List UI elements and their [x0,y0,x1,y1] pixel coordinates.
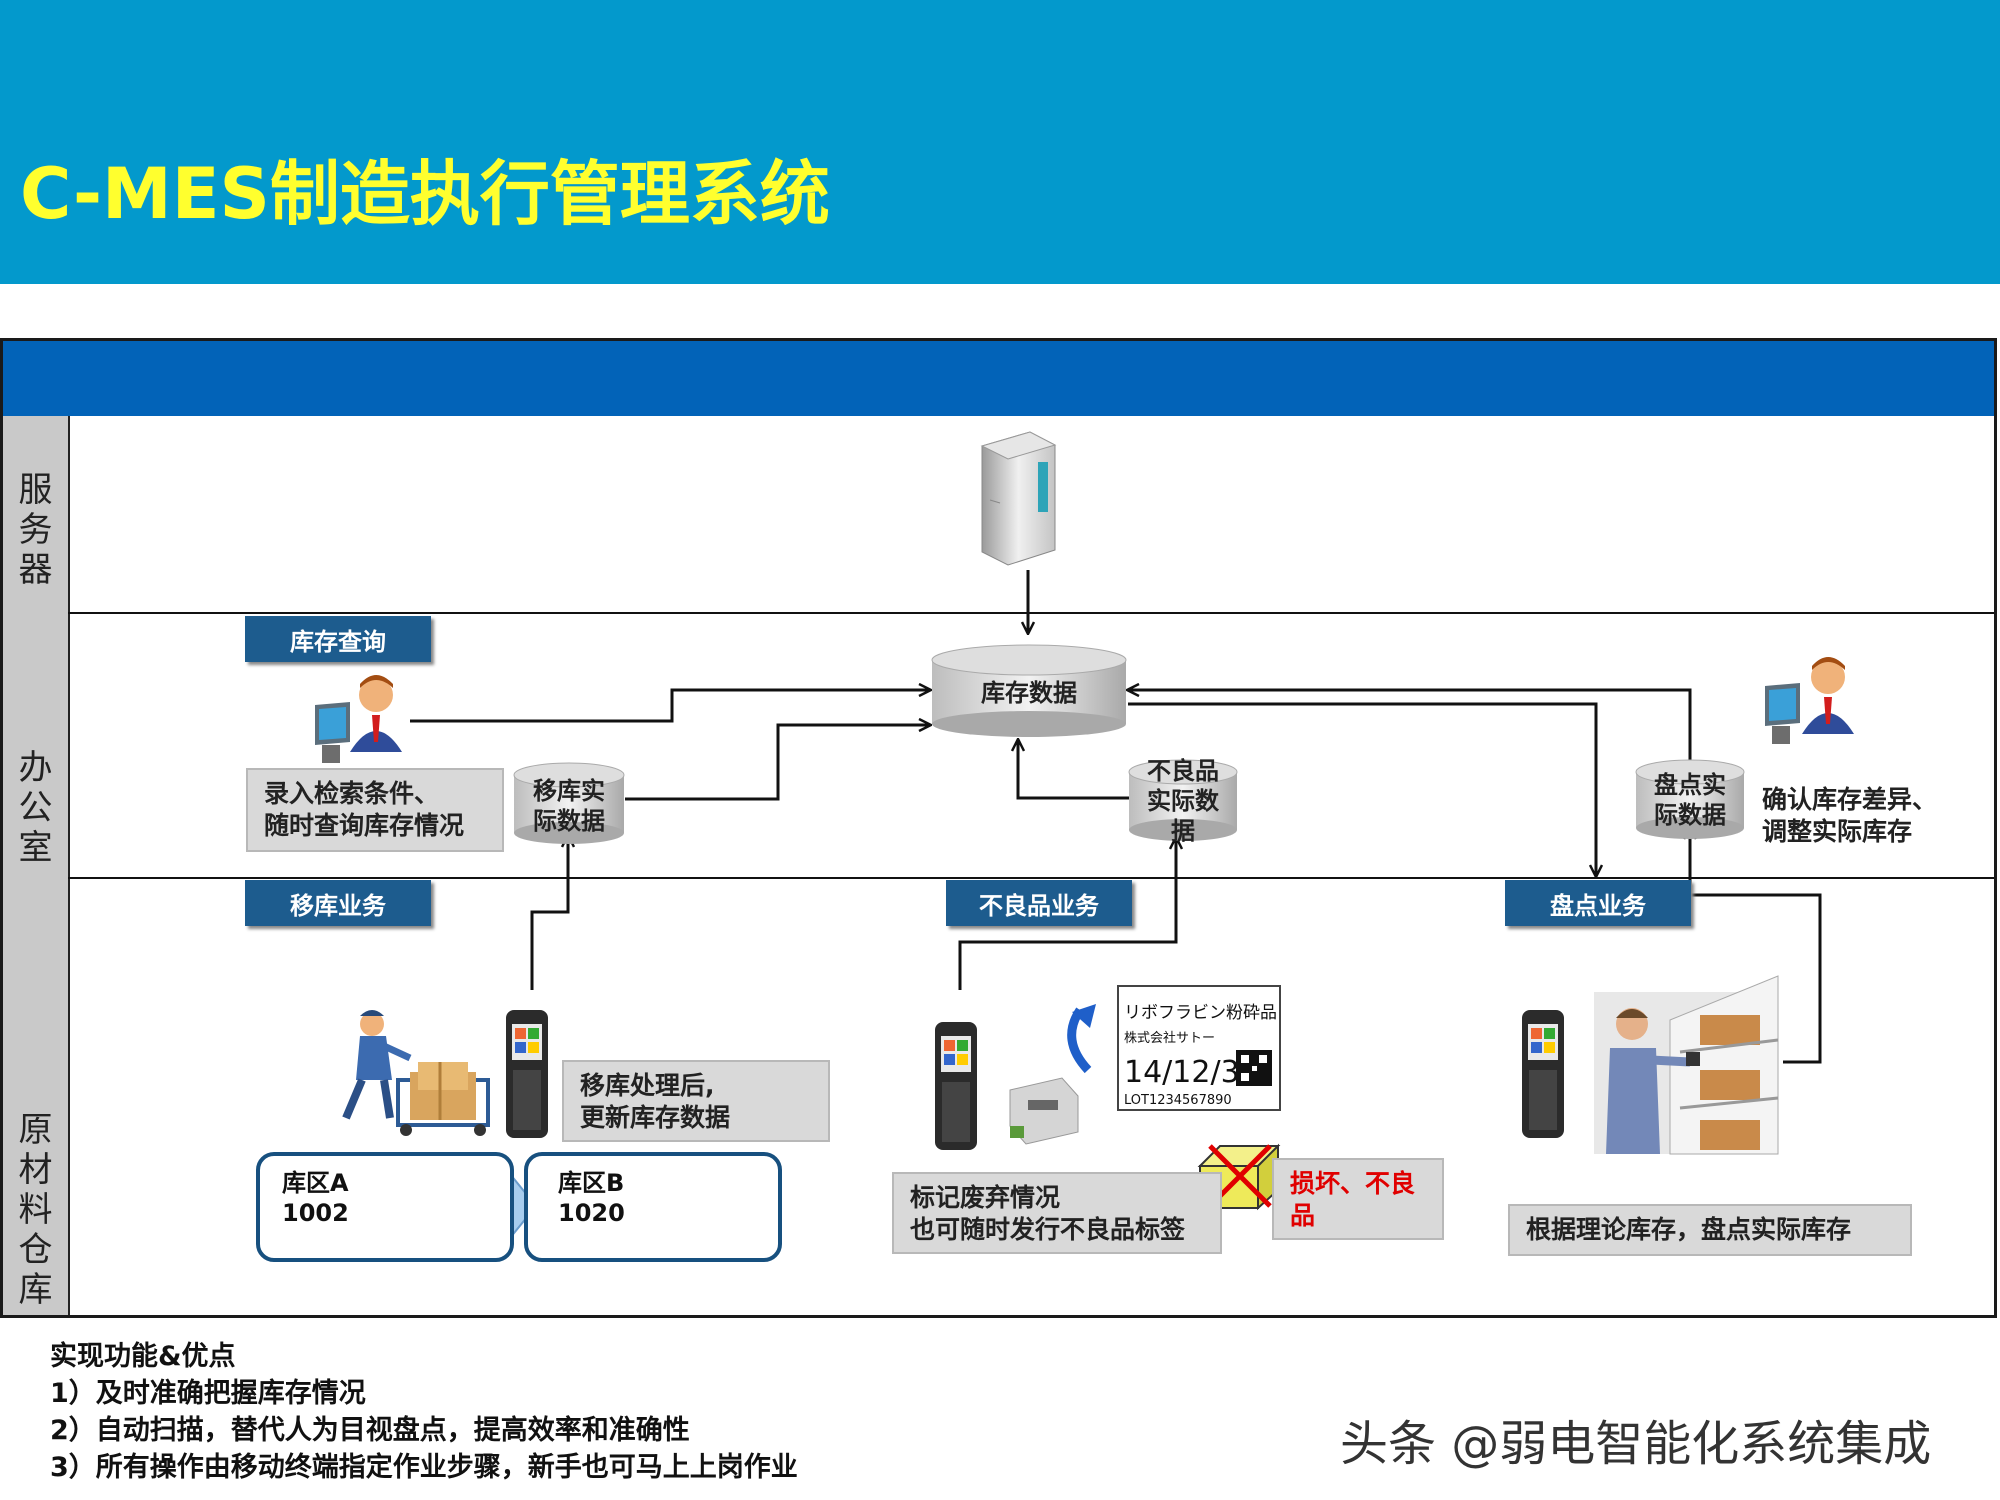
handheld-terminal-icon-stocktake [1522,1010,1564,1138]
tag-inventory-query: 库存查询 [245,616,431,662]
database-icon-defect [1128,759,1238,841]
server-icon [980,431,1057,566]
lane-label-server: 服 务 器 [18,470,53,590]
lane-divider-office-warehouse [68,877,1994,879]
arrow-terminal-to-transfer [530,836,568,990]
tag-defect-business: 不良品业务 [946,880,1132,926]
arrow-query-to-db [410,690,930,723]
zone-b-label: 库区B 1020 [558,1169,625,1227]
features-heading: 实现功能&优点 [50,1341,236,1372]
lane-label-office: 办 公 室 [18,748,53,868]
note-stocktake: 根据理论库存，盘点实际库存 [1508,1204,1912,1256]
handheld-terminal-icon-transfer [506,1010,548,1138]
shelf-icon-stocktake [1594,975,1779,1155]
feature-item: 3）所有操作由移动终端指定作业步骤，新手也可马上上岗作业 [50,1452,798,1483]
product-label-card: リボフラビン粉砕品 株式会社サトー 14/12/31 LOT1234567890 [1117,985,1281,1111]
zone-a [256,1152,514,1262]
arrow-defect-to-db [1018,740,1130,800]
handheld-terminal-icon-defect [935,1022,977,1150]
warehouse-worker-icon-cart [342,1010,490,1136]
database-icon-stocktake [1635,759,1745,839]
tag-transfer-business: 移库业务 [245,880,431,926]
label-lot-text: LOT1234567890 [1124,1093,1232,1108]
header-bar [0,0,2000,284]
lane-divider-server-office [68,612,1994,614]
arrow-db-to-stocktake [1128,702,1596,876]
zone-b [524,1152,782,1262]
note-transfer: 移库处理后, 更新库存数据 [562,1060,830,1142]
note-confirm: 确认库存差异、 调整实际库存 [1762,785,1938,846]
feature-item: 2）自动扫描，替代人为目视盘点，提高效率和准确性 [50,1415,690,1446]
tag-stocktake-business: 盘点业务 [1505,880,1691,926]
zone-a-label: 库区A 1002 [282,1169,349,1227]
arrow-stocktake-to-db [1128,690,1692,760]
database-icon-inventory [931,644,1127,737]
arrow-shelf-to-stocktake [1690,828,1822,1064]
watermark: 头条 @弱电智能化系统集成 [1340,1416,1932,1472]
label-printer-icon [1009,1004,1096,1145]
office-worker-icon-query [315,675,402,763]
note-scrap: 标记废弃情况 也可随时发行不良品标签 [892,1172,1222,1254]
note-query: 录入检索条件、 随时查询库存情况 [246,768,504,852]
page-title: C-MES制造执行管理系统 [20,153,830,235]
db-label-stocktake: 盘点实 际数据 [1654,771,1726,829]
damaged-box-icon [1197,1143,1281,1211]
database-icon-transfer [513,762,625,844]
qr-code-icon [1236,1050,1272,1086]
db-label-inventory: 库存数据 [981,679,1077,707]
db-label-defect: 不良品 实际数 据 [1147,757,1219,845]
feature-item: 1）及时准确把握库存情况 [50,1378,366,1409]
note-damage: 损坏、不良 品 [1272,1158,1444,1240]
label-company-text: 株式会社サトー [1124,1030,1215,1046]
office-worker-icon-confirm [1765,657,1854,744]
features-list: 实现功能&优点 1）及时准确把握库存情况 2）自动扫描，替代人为目视盘点，提高效… [50,1338,798,1486]
diagram-frame [0,338,1997,1318]
arrow-terminal-to-defect [958,838,1176,990]
lane-column [3,416,70,1315]
label-product-text: リボフラビン粉砕品 [1124,1003,1277,1023]
db-label-transfer: 移库实 际数据 [533,777,605,835]
arrow-transfer-to-db [625,725,930,801]
lane-label-warehouse: 原 材 料 仓 库 [18,1110,53,1310]
diagram-header-band [3,341,1994,416]
